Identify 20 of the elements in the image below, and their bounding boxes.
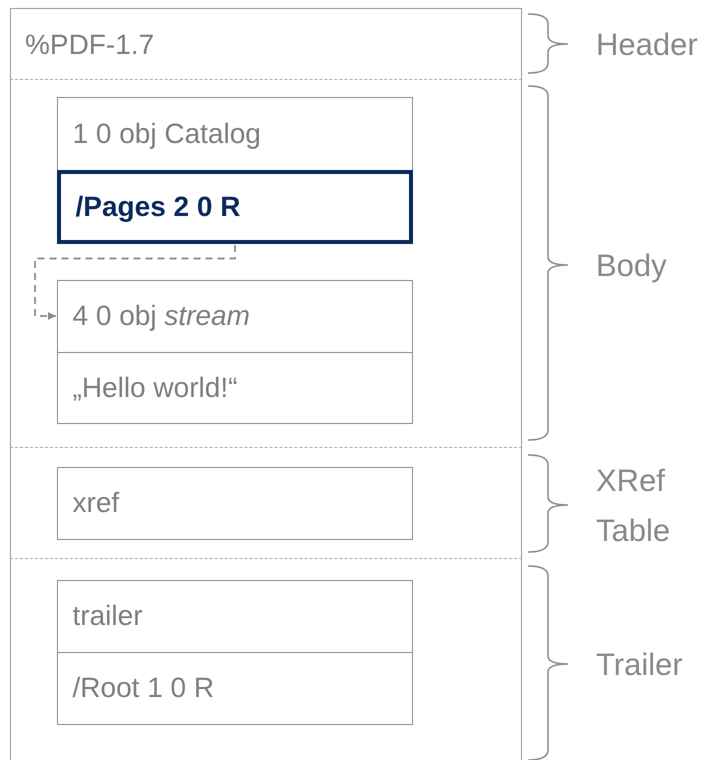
object-label: /Pages 2 0 R xyxy=(74,190,240,223)
object-label: trailer xyxy=(72,600,143,632)
object-label: xref xyxy=(72,487,120,520)
object-box xyxy=(56,352,412,424)
object-box xyxy=(56,96,412,171)
object-label: „Hello world!“ xyxy=(72,372,238,404)
reference-arrow xyxy=(34,245,236,320)
object-box xyxy=(56,466,412,540)
version-text: %PDF-1.7 xyxy=(24,28,154,61)
object-label: 1 0 obj Catalog xyxy=(72,118,261,150)
object-box xyxy=(56,280,412,353)
object-box xyxy=(56,170,412,244)
section-label: Body xyxy=(596,247,668,285)
section-label: Trailer xyxy=(596,646,684,684)
object-box xyxy=(56,652,412,725)
section-label: XRef Table xyxy=(596,462,672,550)
object-label: /Root 1 0 R xyxy=(72,672,214,704)
object-label: 4 0 obj stream xyxy=(72,300,250,332)
object-box xyxy=(56,580,412,653)
section-label: Header xyxy=(596,26,699,64)
